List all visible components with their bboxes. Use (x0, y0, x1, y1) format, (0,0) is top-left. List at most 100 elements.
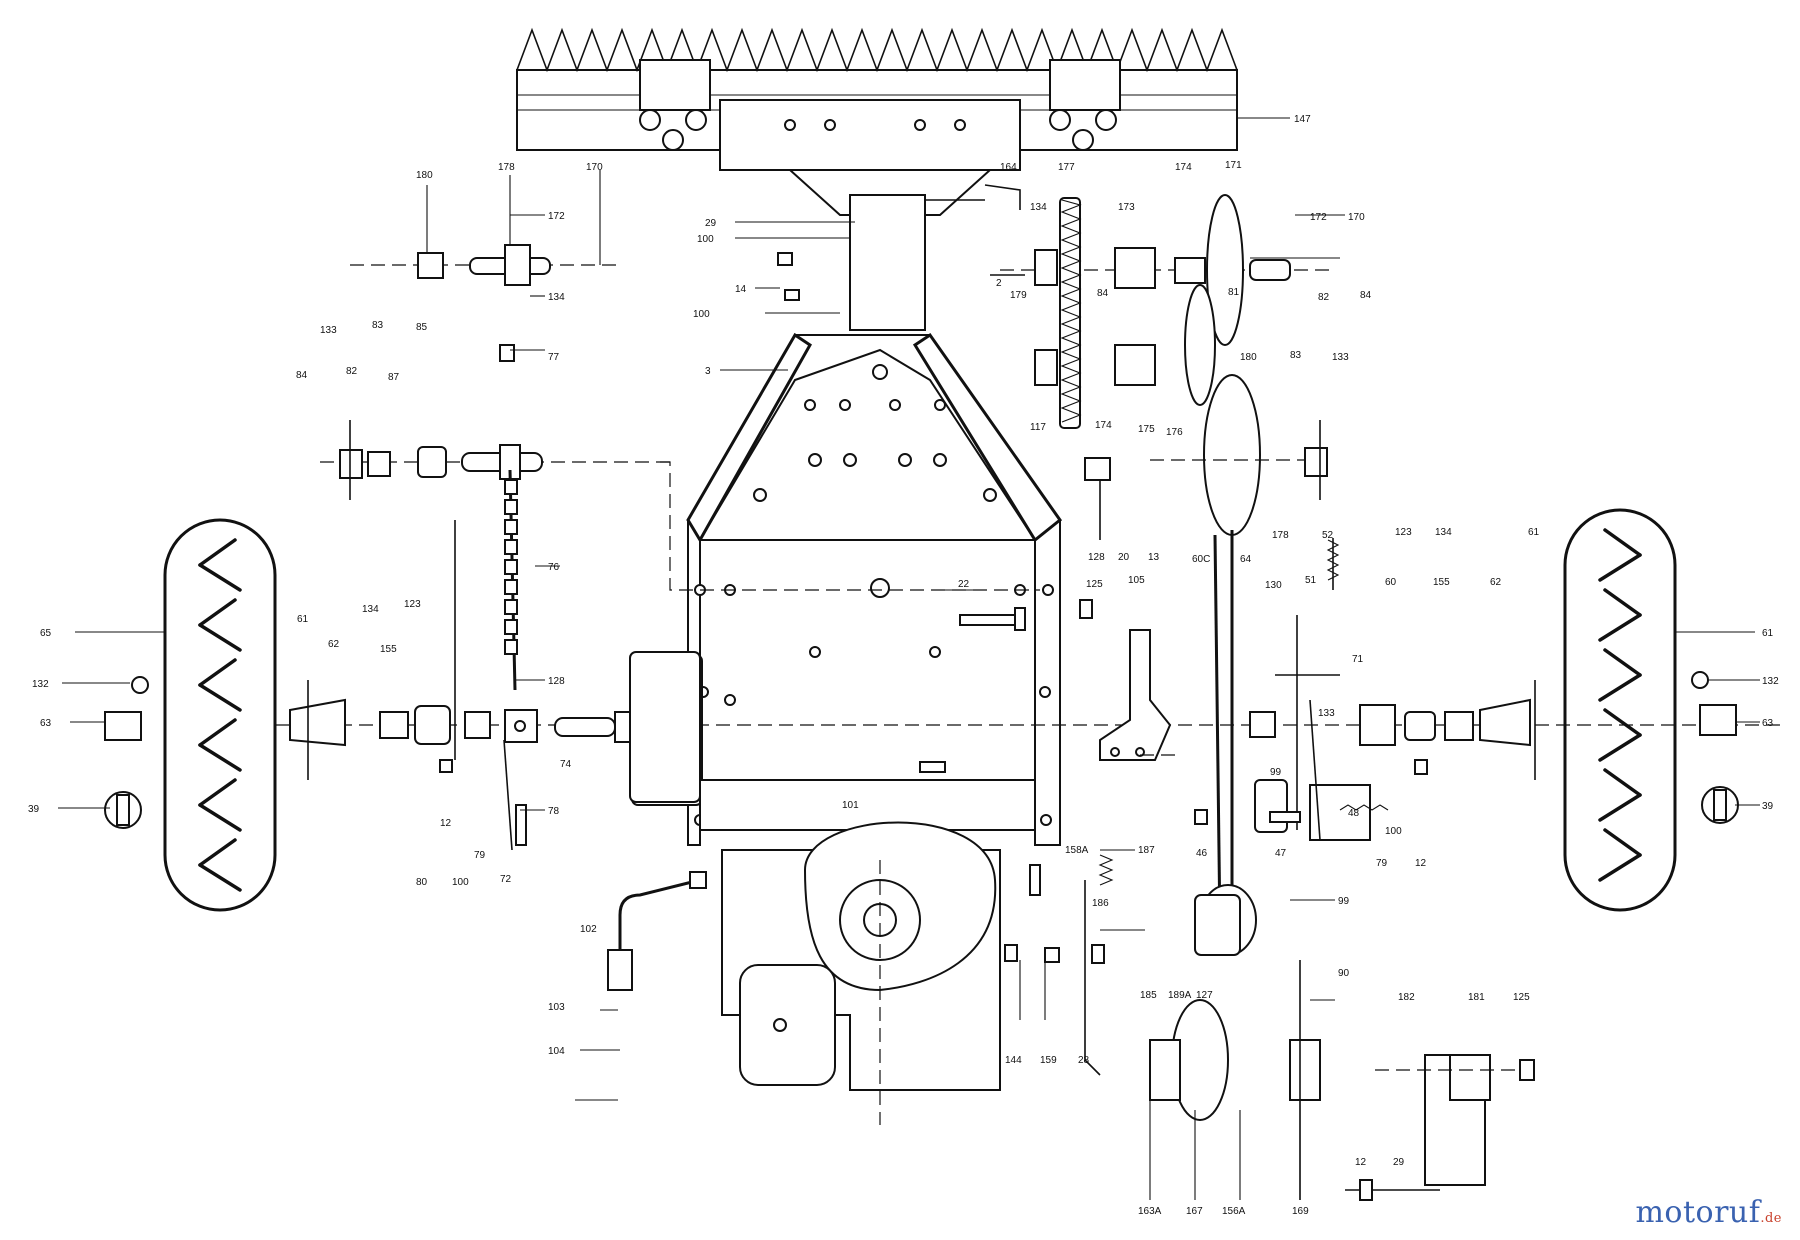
part-label-123: 123 (404, 599, 421, 610)
part-label-133: 133 (320, 325, 337, 336)
part-label-155: 155 (1433, 577, 1450, 588)
part-label-83: 83 (372, 320, 384, 331)
part-label-134: 134 (362, 604, 379, 615)
part-label-175: 175 (1138, 424, 1155, 435)
part-label-84: 84 (296, 370, 308, 381)
part-label-39: 39 (1762, 801, 1774, 812)
left-upper-shaft (320, 244, 1040, 591)
left-axle-assembly (104, 651, 1780, 829)
part-label-156a: 156A (1222, 1206, 1246, 1217)
cutter-bar-holder (787, 169, 993, 331)
part-label-22: 22 (958, 579, 970, 590)
part-label-177: 177 (1058, 162, 1075, 173)
part-label-132: 132 (1762, 676, 1779, 687)
part-label-61: 61 (297, 614, 309, 625)
part-label-125: 125 (1513, 992, 1530, 1003)
part-label-103: 103 (548, 1002, 565, 1013)
part-label-83: 83 (1290, 350, 1302, 361)
part-label-85: 85 (416, 322, 428, 333)
part-label-39: 39 (28, 804, 40, 815)
part-label-170: 170 (1348, 212, 1365, 223)
part-label-29: 29 (1393, 1157, 1405, 1168)
shift-lever (1099, 629, 1175, 761)
part-label-134: 134 (548, 292, 565, 303)
right-axle-assembly (1249, 671, 1739, 824)
part-label-13: 13 (1148, 552, 1160, 563)
part-label-65: 65 (40, 628, 52, 639)
part-label-3: 3 (705, 366, 711, 377)
part-label-105: 105 (1128, 575, 1145, 586)
part-label-186: 186 (1092, 898, 1109, 909)
part-label-100: 100 (452, 877, 469, 888)
part-label-174: 174 (1175, 162, 1192, 173)
part-label-163a: 163A (1138, 1206, 1162, 1217)
part-label-132: 132 (32, 679, 49, 690)
cutter-bar (516, 27, 1238, 171)
part-label-181: 181 (1468, 992, 1485, 1003)
part-label-134: 134 (1030, 202, 1047, 213)
part-label-176: 176 (1166, 427, 1183, 438)
part-label-14: 14 (735, 284, 747, 295)
right-gear-assembly (1000, 197, 1330, 429)
part-label-64: 64 (1240, 554, 1252, 565)
part-label-167: 167 (1186, 1206, 1203, 1217)
part-label-101: 101 (842, 800, 859, 811)
part-label-12: 12 (1355, 1157, 1367, 1168)
belt-pulleys (1171, 194, 1261, 1121)
part-label-180: 180 (416, 170, 433, 181)
drive-chain (503, 469, 518, 851)
part-label-79: 79 (474, 850, 486, 861)
part-label-117: 117 (1030, 422, 1046, 433)
part-label-125: 125 (1086, 579, 1103, 590)
engine-block (721, 821, 1001, 1125)
part-label-63: 63 (40, 718, 52, 729)
part-label-182: 182 (1398, 992, 1415, 1003)
leader-lines (58, 117, 1760, 1200)
part-label-104: 104 (548, 1046, 565, 1057)
part-label-172: 172 (1310, 212, 1327, 223)
part-labels: 147 180 178 172 170 29 100 14 100 3 2 13… (28, 114, 1779, 1217)
part-label-185: 185 (1140, 990, 1157, 1001)
part-label-52: 52 (1322, 530, 1334, 541)
part-label-172: 172 (548, 211, 565, 222)
left-wheel (163, 518, 277, 912)
part-label-178: 178 (498, 162, 515, 173)
part-label-62: 62 (328, 639, 340, 650)
part-label-47: 47 (1275, 848, 1287, 859)
part-label-179: 179 (1010, 290, 1027, 301)
logo-name: motoruf (1635, 1195, 1761, 1230)
part-label-158a: 158A (1065, 845, 1089, 856)
part-label-62: 62 (1490, 577, 1502, 588)
part-label-2: 2 (996, 278, 1002, 289)
part-label-134: 134 (1435, 527, 1452, 538)
part-label-90: 90 (1338, 968, 1350, 979)
part-label-178: 178 (1272, 530, 1289, 541)
part-label-78: 78 (548, 806, 560, 817)
part-label-76: 76 (548, 562, 560, 573)
part-label-170: 170 (586, 162, 603, 173)
part-label-61: 61 (1528, 527, 1540, 538)
part-label-46: 46 (1196, 848, 1208, 859)
part-label-79: 79 (1376, 858, 1388, 869)
part-label-82: 82 (346, 366, 358, 377)
part-label-12: 12 (440, 818, 452, 829)
part-label-82: 82 (1318, 292, 1330, 303)
spring-parts (1098, 538, 1389, 886)
part-label-155: 155 (380, 644, 397, 655)
part-label-29: 29 (705, 218, 717, 229)
part-label-63: 63 (1762, 718, 1774, 729)
part-label-128: 128 (1088, 552, 1105, 563)
part-label-159: 159 (1040, 1055, 1057, 1066)
part-label-173: 173 (1118, 202, 1135, 213)
part-label-51: 51 (1305, 575, 1317, 586)
part-label-12: 12 (1415, 858, 1427, 869)
part-label-20: 20 (1118, 552, 1130, 563)
chassis-frame (686, 332, 1063, 846)
part-label-123: 123 (1395, 527, 1412, 538)
part-label-99: 99 (1338, 896, 1350, 907)
part-label-144: 144 (1005, 1055, 1022, 1066)
logo-tld: .de (1760, 1211, 1782, 1226)
part-label-80: 80 (416, 877, 428, 888)
motoruf-logo: motoruf.de (1635, 1195, 1782, 1230)
part-label-77: 77 (548, 352, 560, 363)
